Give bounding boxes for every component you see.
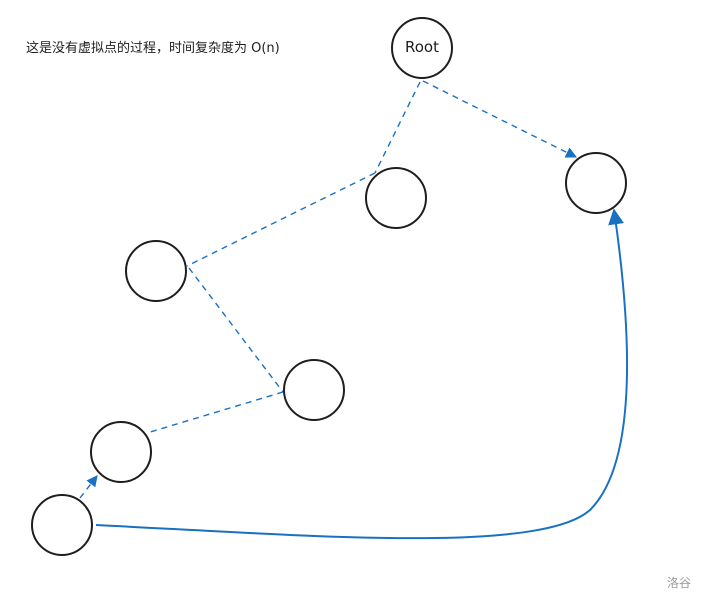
edge-c-to-d [188, 267, 284, 393]
node-c [125, 240, 187, 302]
node-b [565, 152, 627, 214]
edge-root-to-a [374, 81, 421, 174]
node-root [391, 17, 453, 79]
edge-a-to-c [186, 172, 376, 267]
arrow-root-to-b [422, 80, 578, 158]
node-e [90, 421, 152, 483]
node-d [283, 359, 345, 421]
caption-text: 这是没有虚拟点的过程，时间复杂度为 O(n) [26, 41, 280, 56]
root-node-label: Root [405, 38, 439, 56]
watermark: 洛谷 [667, 576, 692, 590]
edge-d-to-e [146, 391, 284, 434]
node-f [31, 494, 93, 556]
arrow-f-to-e [79, 475, 98, 499]
arrow-f-to-b-curve [95, 208, 629, 540]
node-a [365, 167, 427, 229]
